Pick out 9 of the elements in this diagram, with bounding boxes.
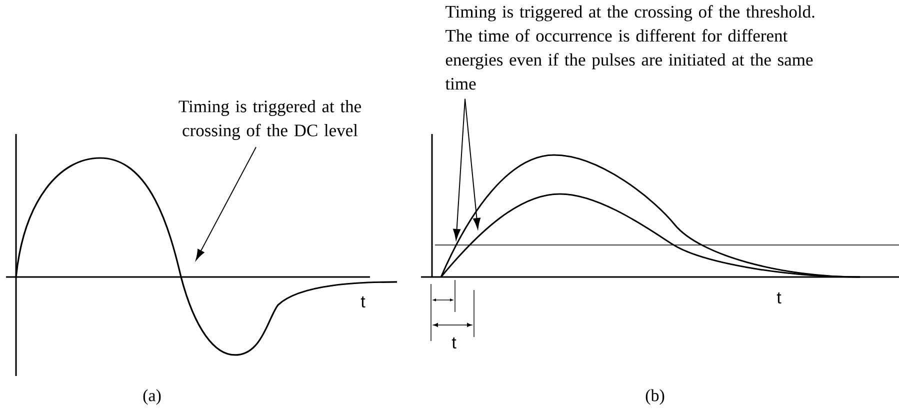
axis-label: t bbox=[776, 292, 782, 304]
arrow bbox=[196, 146, 256, 260]
panel-label: (a) bbox=[143, 389, 161, 405]
panel-label: (b) bbox=[646, 389, 664, 405]
arrow bbox=[464, 98, 480, 229]
axis-label: t bbox=[360, 296, 366, 308]
annotation-text: Timing is triggered at the crossing of the DC level bbox=[178, 100, 361, 140]
dimension-label: t bbox=[452, 337, 456, 349]
annotation-text: Timing is triggered at the crossing of the threshold. The time of occurrence is different for different energies even if the pulses are initiated at the same time bbox=[445, 5, 814, 90]
